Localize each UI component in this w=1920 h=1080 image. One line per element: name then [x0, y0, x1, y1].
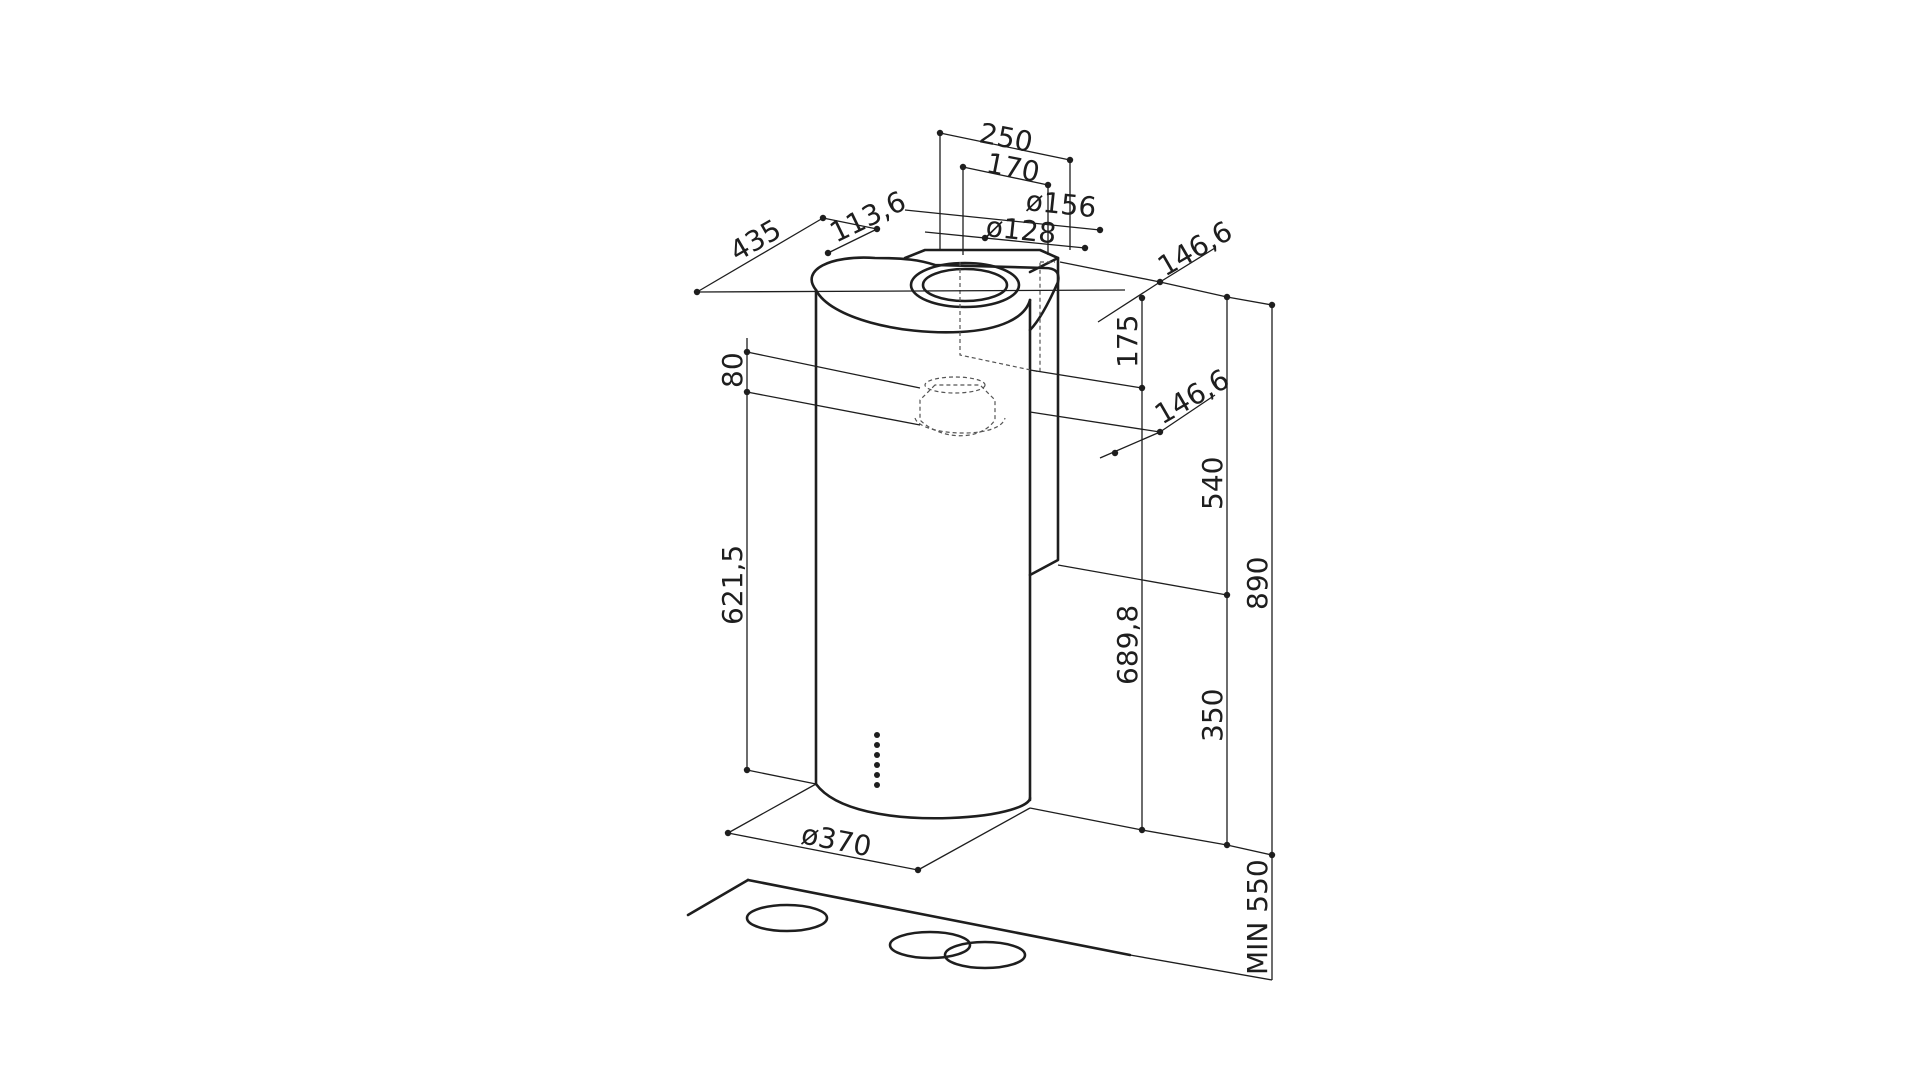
- label-min-550: MIN 550: [1241, 859, 1274, 975]
- label-621-5: 621,5: [716, 545, 749, 625]
- control-button-1: [874, 732, 880, 738]
- hidden-motor-housing: [919, 384, 996, 437]
- dim-line-d156: [904, 209, 1101, 231]
- outlet-inner-ring: [921, 267, 1009, 303]
- dim-line-146-6-top: [1059, 261, 1161, 283]
- burner-middle: [888, 930, 972, 960]
- dim-line-d128: [924, 231, 1086, 249]
- cooktop: [686, 878, 1132, 970]
- duct-bracket: [903, 248, 1060, 260]
- label-435: 435: [724, 213, 787, 268]
- control-buttons: [874, 732, 880, 788]
- label-540: 540: [1196, 457, 1229, 510]
- label-d370: ø370: [799, 817, 875, 863]
- control-button-2: [874, 742, 880, 748]
- hidden-motor-base: [914, 417, 1006, 434]
- dim-line-113-6: [827, 228, 878, 254]
- burner-right: [943, 940, 1027, 970]
- label-80: 80: [716, 352, 749, 388]
- top-cap-outline: [810, 256, 1060, 332]
- label-d128: ø128: [984, 210, 1058, 250]
- control-button-4: [874, 762, 880, 768]
- label-d156: ø156: [1024, 184, 1098, 224]
- hidden-duct-top: [959, 262, 1041, 373]
- dim-line-250: [939, 132, 1071, 161]
- label-890: 890: [1241, 557, 1274, 610]
- cooktop-edge-left: [686, 878, 750, 917]
- dimension-lines: [693, 129, 1276, 981]
- chimney-back-plate: [1028, 256, 1060, 577]
- label-175: 175: [1111, 315, 1144, 368]
- dim-line-435: [696, 217, 824, 293]
- control-button-5: [874, 772, 880, 778]
- dimension-labels: 250 170 ø156 ø128 435 113,6 146,6 175 14…: [716, 116, 1274, 975]
- cooktop-edge-front: [746, 878, 1132, 957]
- dim-line-d370: [727, 832, 919, 871]
- label-113-6: 113,6: [825, 184, 912, 249]
- dim-line-170: [962, 166, 1049, 186]
- hood-body: [810, 248, 1060, 820]
- outlet-outer-ring: [909, 261, 1021, 309]
- control-button-3: [874, 752, 880, 758]
- label-689-8: 689,8: [1111, 605, 1144, 685]
- cylinder-bottom: [814, 782, 1032, 820]
- burner-left: [745, 903, 829, 933]
- label-146-6-top: 146,6: [1152, 214, 1238, 283]
- label-146-6-mid: 146,6: [1149, 362, 1235, 431]
- label-350: 350: [1196, 689, 1229, 742]
- hidden-motor-top: [924, 376, 986, 394]
- dim-line-146-6-mid: [1029, 411, 1161, 433]
- top-cap-front-edge: [814, 288, 1032, 334]
- control-button-6: [874, 782, 880, 788]
